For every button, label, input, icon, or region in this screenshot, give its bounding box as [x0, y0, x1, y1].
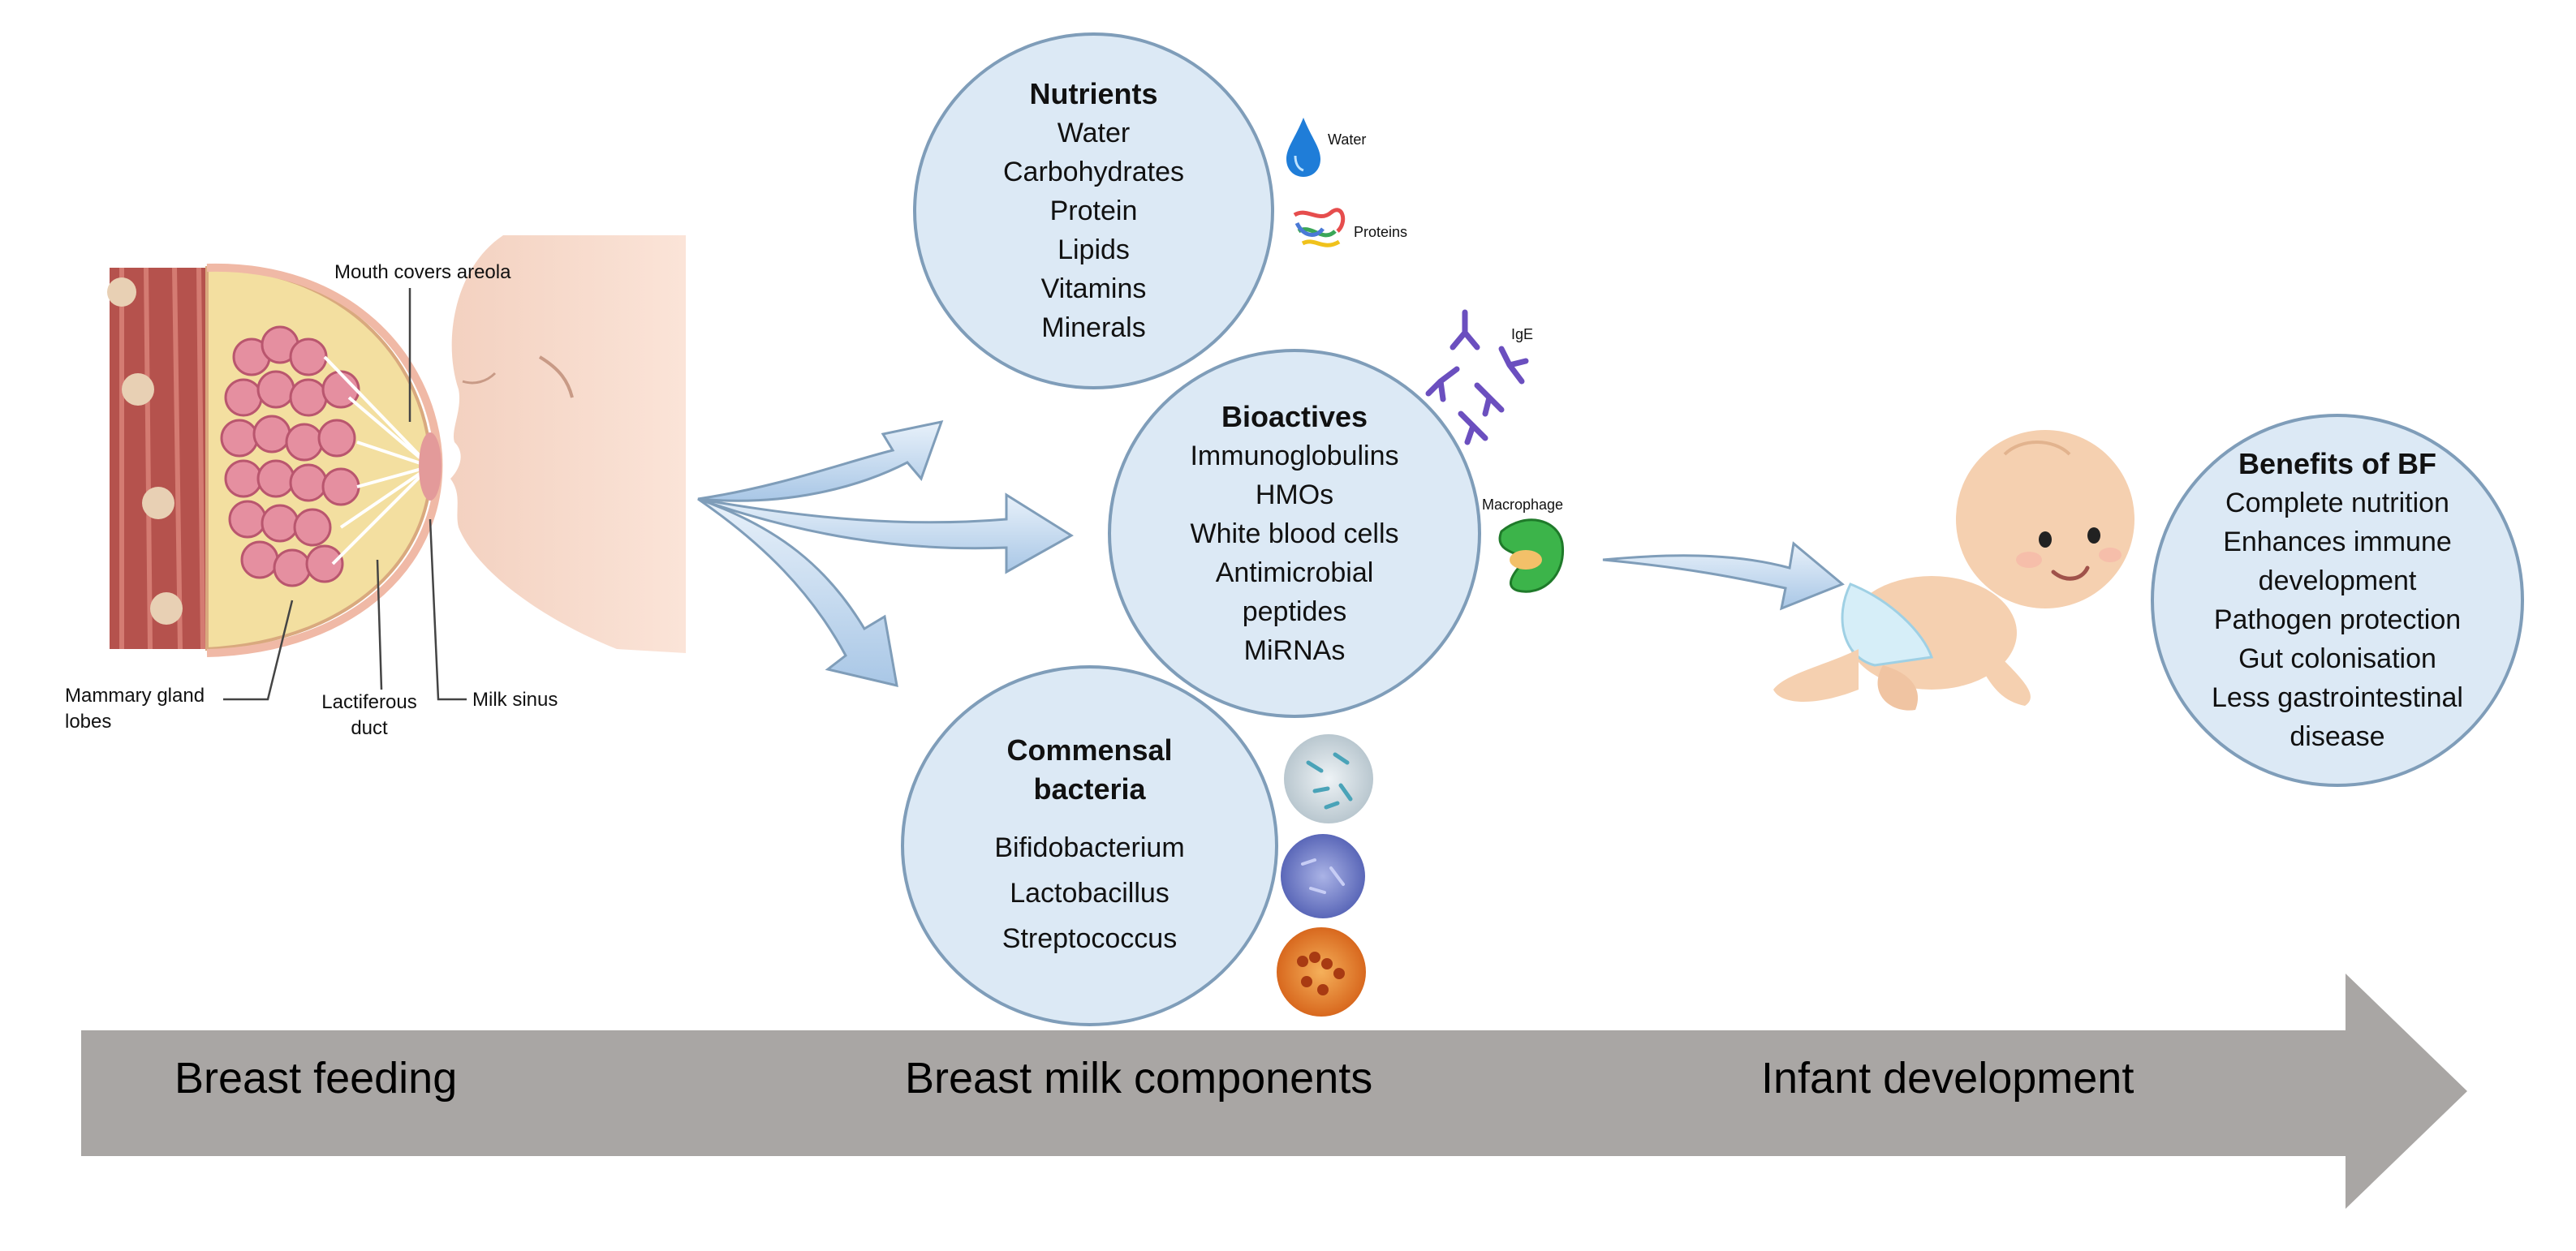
breast-anatomy-illustration	[107, 235, 686, 657]
anatomy-pointers	[223, 288, 467, 701]
nutrient-item: Water	[1057, 118, 1131, 148]
benefit-item: Less gastrointestinal disease	[2212, 682, 2463, 752]
label-proteins: Proteins	[1354, 224, 1408, 240]
nutrient-item: Lipids	[1058, 234, 1130, 265]
timeline-arrow	[81, 974, 2467, 1209]
nutrient-item: Vitamins	[1040, 273, 1147, 304]
bioactives-title: Bioactives	[1221, 399, 1368, 433]
bioactives-circle: Bioactives Immunoglobulins HMOs White bl…	[1108, 349, 1481, 718]
bioactive-item: HMOs	[1255, 479, 1334, 510]
label-macrophage: Macrophage	[1482, 497, 1564, 513]
label-mouth-covers-areola: Mouth covers areola	[334, 261, 511, 283]
label-milk-sinus: Milk sinus	[472, 689, 558, 711]
bacteria-item: Lactobacillus	[1010, 877, 1170, 909]
label-ige: IgE	[1511, 326, 1534, 342]
bioactive-item: MiRNAs	[1243, 634, 1346, 666]
timeline-label-infant-development: Infant development	[1761, 1054, 2134, 1103]
macrophage-icon	[1498, 518, 1565, 593]
ige-icons	[1425, 309, 1529, 445]
bioactive-item: Immunoglobulins	[1190, 440, 1399, 471]
benefit-item: Complete nutrition	[2225, 488, 2449, 518]
bacteria-item: Bifidobacterium	[994, 832, 1185, 863]
label-mammary-gland-lobes: Mammary gland lobes	[65, 685, 205, 733]
benefits-circle: Benefits of BF Complete nutrition Enhanc…	[2151, 414, 2524, 787]
component-arrows	[697, 419, 1845, 687]
label-water: Water	[1328, 131, 1367, 148]
benefits-title: Benefits of BF	[2238, 447, 2436, 480]
bioactive-item: Antimicrobial peptides	[1215, 557, 1374, 627]
nutrients-circle: Nutrients Water Carbohydrates Protein Li…	[913, 32, 1274, 389]
bioactive-item: White blood cells	[1190, 518, 1399, 549]
bacteria-icons	[1277, 734, 1373, 1017]
nutrient-item: Minerals	[1041, 312, 1146, 343]
benefit-item: Pathogen protection	[2213, 604, 2462, 635]
bacteria-item: Streptococcus	[1002, 922, 1178, 954]
bacteria-circle: Commensal bacteria Bifidobacterium Lacto…	[901, 665, 1278, 1026]
benefit-item: Gut colonisation	[2238, 643, 2436, 674]
benefit-item: Enhances immune development	[2223, 527, 2452, 596]
timeline-label-breast-feeding: Breast feeding	[174, 1054, 458, 1103]
nutrient-item: Protein	[1049, 196, 1138, 226]
label-lactiferous-duct: Lactiferous duct	[321, 691, 417, 739]
nutrients-title: Nutrients	[1029, 77, 1158, 110]
timeline-label-breast-milk-components: Breast milk components	[905, 1054, 1373, 1103]
bacteria-title: Commensal bacteria	[1006, 733, 1173, 806]
nutrient-item: Carbohydrates	[1002, 157, 1184, 187]
baby-illustration	[1773, 430, 2134, 711]
protein-icon	[1293, 208, 1346, 247]
water-drop-icon	[1286, 118, 1320, 177]
